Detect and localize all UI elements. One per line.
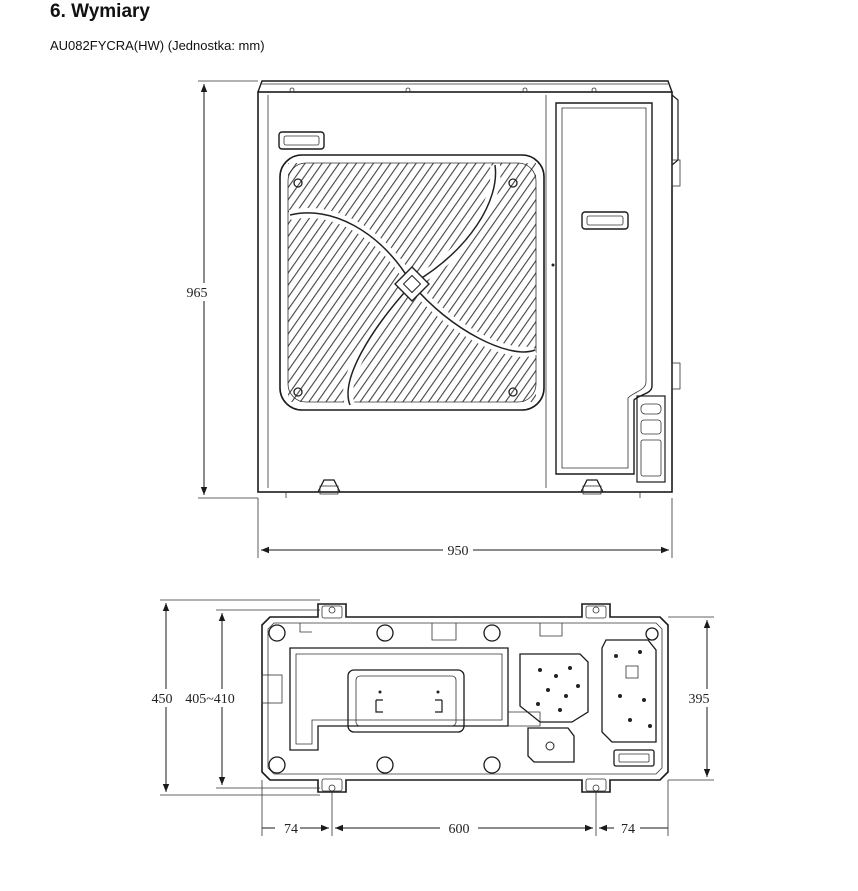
section-title: 6. Wymiary xyxy=(50,1,150,22)
width-dim-label: 950 xyxy=(448,544,469,559)
control-box-plate xyxy=(601,639,657,767)
service-panel xyxy=(551,102,653,475)
fan-grille xyxy=(279,154,545,411)
horizontal-offsets-dimension: 74 600 74 xyxy=(261,780,669,837)
model-unit-caption: AU082FYCRA(HW) (Jednostka: mm) xyxy=(50,38,265,53)
depth-dim-label: 450 xyxy=(152,692,173,707)
mounting-slot-icon xyxy=(321,605,343,619)
front-handle-left xyxy=(278,131,325,150)
grille-screw-icon xyxy=(293,178,303,188)
bottom-view-base xyxy=(261,603,669,793)
height-dimension: 965 xyxy=(187,80,258,499)
depth-dimension: 450 xyxy=(148,599,320,796)
panel-handle xyxy=(581,211,629,230)
height-dim-label: 965 xyxy=(187,286,208,301)
compressor-plate xyxy=(519,653,589,723)
front-view-unit xyxy=(257,80,681,498)
right-depth-dimension: 395 xyxy=(668,616,714,781)
right-depth-dim-label: 395 xyxy=(689,692,710,707)
grille-screw-icon xyxy=(508,178,518,188)
left-offset-dim-label: 74 xyxy=(284,822,298,837)
bracket-icon xyxy=(435,699,443,713)
bolt-spacing-dim-label: 600 xyxy=(449,822,470,837)
right-offset-dim-label: 74 xyxy=(621,822,635,837)
mounting-slot-icon xyxy=(585,605,607,619)
grille-screw-icon xyxy=(293,387,303,397)
width-dimension: 950 xyxy=(257,498,673,559)
inner-depth-dimension: 405~410 xyxy=(178,609,320,789)
grille-screw-icon xyxy=(508,387,518,397)
inner-depth-dim-label: 405~410 xyxy=(185,692,235,707)
bracket-icon xyxy=(375,699,383,713)
